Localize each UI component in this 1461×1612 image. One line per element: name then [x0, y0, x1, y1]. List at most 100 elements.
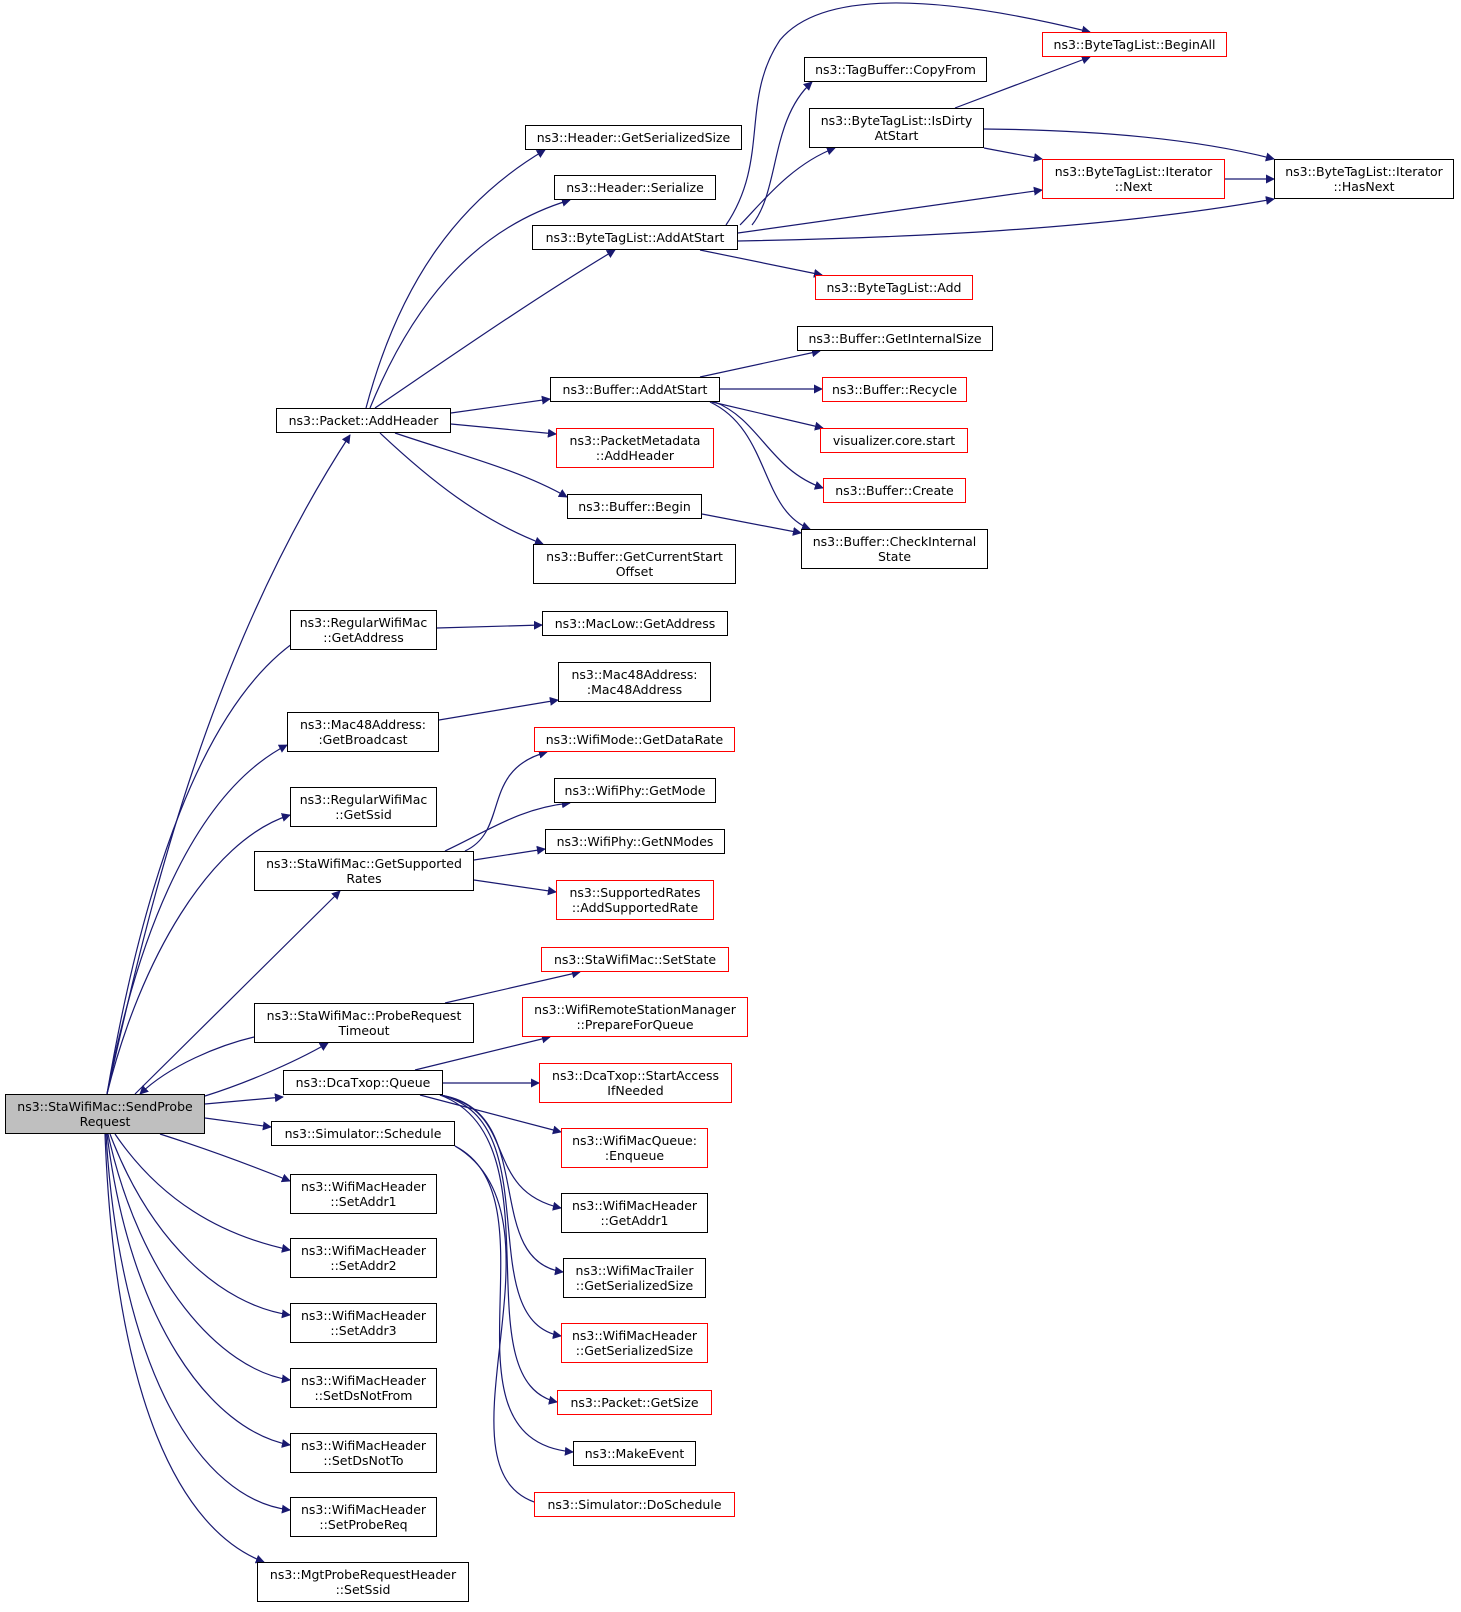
- node-bytetaglist-addatstart[interactable]: ns3::ByteTagList::AddAtStart: [532, 225, 738, 250]
- node-label-line: ns3::Buffer::Create: [835, 483, 954, 498]
- node-wifimacheader-setdsnotto[interactable]: ns3::WifiMacHeader::SetDsNotTo: [290, 1433, 437, 1473]
- node-label-line: ns3::Buffer::GetInternalSize: [808, 331, 982, 346]
- node-mgtproberequestheader-setssid[interactable]: ns3::MgtProbeRequestHeader::SetSsid: [257, 1562, 469, 1602]
- node-simulator-doschedule[interactable]: ns3::Simulator::DoSchedule: [534, 1492, 735, 1517]
- node-wifimacheader-getserializedsize[interactable]: ns3::WifiMacHeader::GetSerializedSize: [561, 1323, 708, 1363]
- node-label-line: :GetBroadcast: [318, 732, 408, 747]
- node-buffer-recycle[interactable]: ns3::Buffer::Recycle: [822, 377, 967, 402]
- node-packet-addheader[interactable]: ns3::Packet::AddHeader: [276, 408, 451, 433]
- node-packet-getsize[interactable]: ns3::Packet::GetSize: [557, 1390, 712, 1415]
- node-label-line: ns3::Packet::AddHeader: [288, 413, 439, 428]
- edge-bytetaglist_addatstart-to-bytetaglist_beginall: [725, 2, 1091, 226]
- node-buffer-create[interactable]: ns3::Buffer::Create: [823, 478, 966, 503]
- node-wifimacheader-getaddr1[interactable]: ns3::WifiMacHeader::GetAddr1: [561, 1193, 708, 1233]
- node-visualizer-core-start[interactable]: visualizer.core.start: [820, 428, 968, 453]
- node-label-line: :Mac48Address: [586, 682, 683, 697]
- node-label-line: ns3::Simulator::DoSchedule: [547, 1497, 722, 1512]
- node-label-line: ns3::WifiMode::GetDataRate: [545, 732, 724, 747]
- edge-stawifimac_getsupportedrates-to-wifiphy_getnmodes: [473, 845, 546, 861]
- edge-dcatxop_queue-to-wifimacheader_getserializedsize: [439, 1094, 562, 1340]
- node-stawifimac-setstate[interactable]: ns3::StaWifiMac::SetState: [541, 947, 729, 972]
- edge-root-to-wifimacheader_setdsnotto: [106, 1133, 291, 1448]
- node-wifimacheader-setaddr2[interactable]: ns3::WifiMacHeader::SetAddr2: [290, 1238, 437, 1278]
- edge-stawifimac_proberequesttimeout-to-root: [139, 1036, 255, 1095]
- node-bytetaglist-iterator-next[interactable]: ns3::ByteTagList::Iterator::Next: [1042, 159, 1225, 199]
- node-simulator-schedule[interactable]: ns3::Simulator::Schedule: [271, 1121, 455, 1146]
- edge-root-to-simulator_schedule: [204, 1117, 272, 1131]
- node-label-line: ns3::WifiMacTrailer: [575, 1263, 694, 1278]
- node-label-line: ns3::WifiMacHeader: [571, 1198, 698, 1213]
- edge-root-to-stawifimac_getsupportedrates: [134, 890, 341, 1095]
- node-mac48address-ctor[interactable]: ns3::Mac48Address::Mac48Address: [558, 662, 711, 702]
- node-label-line: ::SetAddr3: [330, 1323, 397, 1338]
- node-label-line: ::AddSupportedRate: [571, 900, 699, 915]
- edge-bytetaglist_addatstart-to-tagbuffer_copyfrom: [751, 81, 813, 226]
- node-header-getserializedsize[interactable]: ns3::Header::GetSerializedSize: [525, 125, 742, 150]
- node-wifimacheader-setdsnotfrom[interactable]: ns3::WifiMacHeader::SetDsNotFrom: [290, 1368, 437, 1408]
- node-bytetaglist-add[interactable]: ns3::ByteTagList::Add: [815, 275, 973, 300]
- node-wifimacheader-setaddr1[interactable]: ns3::WifiMacHeader::SetAddr1: [290, 1174, 437, 1214]
- node-label-line: ns3::RegularWifiMac: [299, 615, 428, 630]
- edge-buffer_addatstart-to-visualizer_core_start: [711, 401, 824, 431]
- edge-packet_addheader-to-bytetaglist_addatstart: [374, 249, 616, 409]
- node-mac48address-getbroadcast[interactable]: ns3::Mac48Address::GetBroadcast: [287, 712, 439, 752]
- node-tagbuffer-copyfrom[interactable]: ns3::TagBuffer::CopyFrom: [804, 57, 987, 82]
- node-label-line: ns3::Buffer::Begin: [578, 499, 691, 514]
- node-buffer-addatstart[interactable]: ns3::Buffer::AddAtStart: [550, 377, 720, 402]
- node-label-line: ::SetAddr2: [330, 1258, 397, 1273]
- edge-dcatxop_queue-to-packet_getsize: [439, 1094, 558, 1405]
- node-regularwifimac-getaddress[interactable]: ns3::RegularWifiMac::GetAddress: [290, 610, 437, 650]
- node-label-line: ::SetAddr1: [330, 1194, 397, 1209]
- node-label-line: ns3::StaWifiMac::GetSupported: [266, 856, 462, 871]
- edge-root-to-wifimacheader_setprobereq: [105, 1133, 291, 1514]
- node-label-line: ns3::Mac48Address:: [299, 717, 427, 732]
- node-label-line: ns3::ByteTagList::BeginAll: [1053, 37, 1216, 52]
- node-label-line: ns3::Simulator::Schedule: [284, 1126, 442, 1141]
- node-wifiremotestationmanager-prepareforqueue[interactable]: ns3::WifiRemoteStationManager::PrepareFo…: [522, 997, 748, 1037]
- node-bytetaglist-iterator-hasnext[interactable]: ns3::ByteTagList::Iterator::HasNext: [1274, 159, 1454, 199]
- node-label-line: ::GetSerializedSize: [575, 1278, 694, 1293]
- node-maclow-getaddress[interactable]: ns3::MacLow::GetAddress: [542, 611, 728, 636]
- edge-bytetaglist_addatstart-to-bytetaglist_isdirtyatstart: [739, 146, 836, 226]
- node-label-line: ns3::RegularWifiMac: [299, 792, 428, 807]
- node-label-line: ns3::ByteTagList::AddAtStart: [545, 230, 725, 245]
- node-wifiphy-getmode[interactable]: ns3::WifiPhy::GetMode: [554, 778, 716, 803]
- node-label-line: ns3::Packet::GetSize: [570, 1395, 699, 1410]
- node-wifimacqueue-enqueue[interactable]: ns3::WifiMacQueue::Enqueue: [561, 1128, 708, 1168]
- node-label-line: ns3::PacketMetadata: [569, 433, 701, 448]
- node-wifimacheader-setaddr3[interactable]: ns3::WifiMacHeader::SetAddr3: [290, 1303, 437, 1343]
- edge-packet_addheader-to-header_serialize: [369, 198, 571, 409]
- node-label-line: ns3::WifiMacHeader: [300, 1179, 427, 1194]
- node-packetmetadata-addheader[interactable]: ns3::PacketMetadata::AddHeader: [556, 428, 714, 468]
- node-label-line: ::SetProbeReq: [319, 1517, 408, 1532]
- edge-root-to-wifimacheader_setaddr3: [109, 1133, 291, 1319]
- edge-regularwifimac_getaddress-to-maclow_getaddress: [436, 620, 543, 630]
- node-label-line: ns3::ByteTagList::Iterator: [1054, 164, 1213, 179]
- node-header-serialize[interactable]: ns3::Header::Serialize: [554, 175, 716, 200]
- node-regularwifimac-getssid[interactable]: ns3::RegularWifiMac::GetSsid: [290, 787, 437, 827]
- edge-stawifimac_proberequesttimeout-to-stawifimac_setstate: [444, 969, 581, 1004]
- edge-root-to-dcatxop_queue: [204, 1093, 284, 1105]
- node-buffer-getinternalsize[interactable]: ns3::Buffer::GetInternalSize: [797, 326, 993, 351]
- node-supportedrates-addsupportedrate[interactable]: ns3::SupportedRates::AddSupportedRate: [556, 880, 714, 920]
- node-label-line: ns3::WifiMacHeader: [300, 1373, 427, 1388]
- node-dcatxop-queue[interactable]: ns3::DcaTxop::Queue: [283, 1070, 443, 1095]
- node-bytetaglist-beginall[interactable]: ns3::ByteTagList::BeginAll: [1042, 32, 1227, 57]
- node-makeevent[interactable]: ns3::MakeEvent: [573, 1441, 696, 1466]
- edge-stawifimac_getsupportedrates-to-wifimode_getdatarate: [464, 749, 548, 852]
- node-buffer-begin[interactable]: ns3::Buffer::Begin: [567, 494, 702, 519]
- node-wifimode-getdatarate[interactable]: ns3::WifiMode::GetDataRate: [534, 727, 735, 752]
- node-wifiphy-getnmodes[interactable]: ns3::WifiPhy::GetNModes: [545, 829, 725, 854]
- node-wifimactrailer-getserializedsize[interactable]: ns3::WifiMacTrailer::GetSerializedSize: [563, 1258, 706, 1298]
- edge-dcatxop_queue-to-wifimacqueue_enqueue: [419, 1094, 562, 1135]
- node-wifimacheader-setprobereq[interactable]: ns3::WifiMacHeader::SetProbeReq: [290, 1497, 437, 1537]
